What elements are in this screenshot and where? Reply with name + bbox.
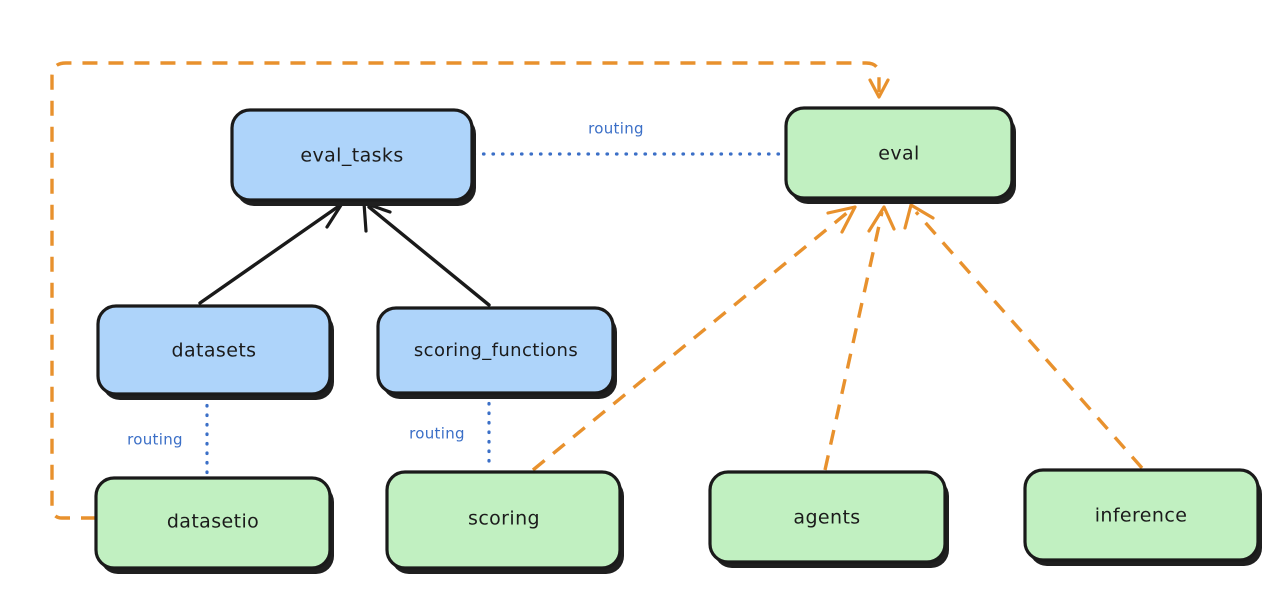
node-inference[interactable]: inference [1023,468,1262,566]
edge-agents-eval [823,205,896,471]
node-agents-label: agents [793,507,860,529]
edge-inference-eval [903,203,1144,470]
solid-edges-group [198,200,491,307]
nodes-group: eval_tasks eval datasets scoring_functio… [94,106,1262,574]
dependency-edges-group [50,61,1144,520]
edge-scoring-functions-eval-tasks [362,201,491,307]
node-eval-tasks[interactable]: eval_tasks [230,108,476,206]
edge-label-routing-datasets: routing [127,431,183,449]
node-inference-body [1023,468,1260,562]
node-agents[interactable]: agents [708,470,949,568]
node-datasets-body [96,304,332,396]
edge-datasets-eval-tasks [198,200,345,305]
node-datasets[interactable]: datasets [96,304,334,400]
node-eval[interactable]: eval [784,106,1016,204]
node-scoring-body [385,470,622,570]
node-inference-label: inference [1095,505,1188,527]
node-eval-tasks-body [230,108,474,202]
node-scoring-functions-body [376,306,615,395]
node-eval-body [784,106,1014,200]
node-scoring-label: scoring [468,508,540,530]
routing-edges-group [205,152,786,478]
edge-labels-group: routing routing routing [127,120,644,449]
node-eval-label: eval [878,143,919,165]
edge-datasetio-eval [50,61,890,520]
edge-scoring-eval [531,205,857,472]
node-scoring-functions[interactable]: scoring_functions [376,306,617,399]
node-scoring-functions-label: scoring_functions [414,340,578,361]
node-eval-tasks-label: eval_tasks [300,145,403,167]
node-agents-body [708,470,947,564]
edge-label-routing-eval-tasks: routing [588,120,644,138]
edge-label-routing-scoring-functions: routing [409,425,465,443]
node-datasets-label: datasets [172,340,257,362]
node-datasetio-label: datasetio [167,511,259,533]
node-scoring[interactable]: scoring [385,470,624,574]
node-datasetio-body [94,476,332,570]
node-datasetio[interactable]: datasetio [94,476,334,574]
